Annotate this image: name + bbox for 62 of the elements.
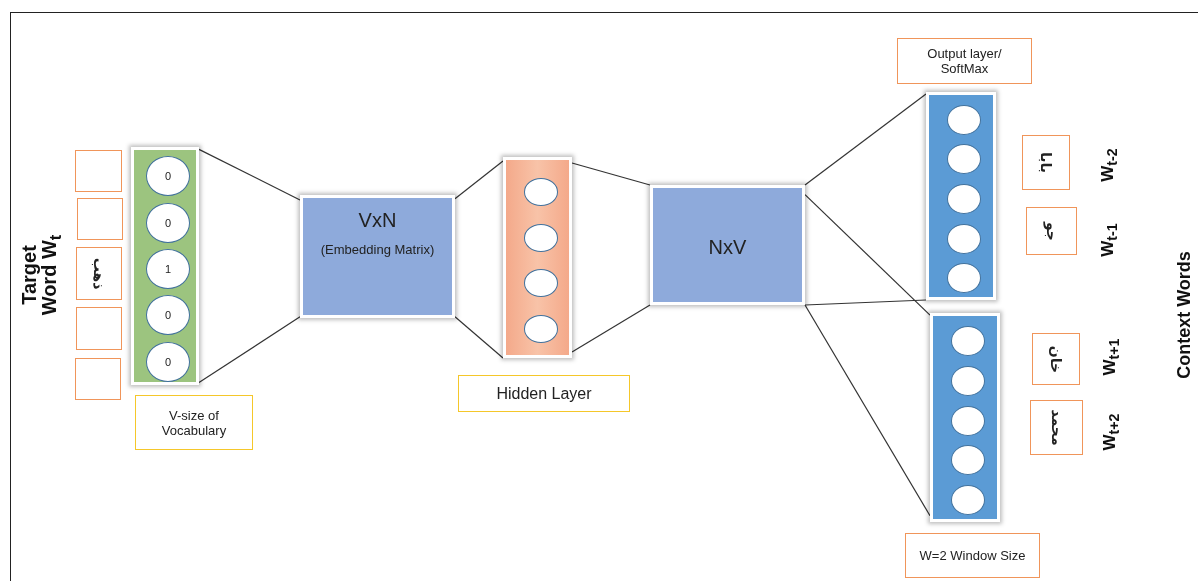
matrix-box [300, 195, 455, 318]
arabic-word: خان [1048, 345, 1064, 373]
axis-title: Context Words [1174, 251, 1194, 379]
neuron-circle [951, 325, 985, 356]
layer-bar [131, 147, 199, 385]
neuron-circle [523, 315, 558, 344]
word-box [1026, 207, 1077, 255]
caption-box [135, 395, 253, 450]
word-box [1022, 135, 1070, 190]
neuron-circle [523, 223, 558, 252]
vector-value: 0 [164, 170, 172, 183]
word-box [76, 307, 122, 350]
neuron-circle [951, 445, 985, 476]
word-box [1032, 333, 1080, 385]
neuron-circle [947, 104, 981, 135]
caption-box [458, 375, 630, 412]
matrix-caption: (Embedding Matrix) [320, 241, 435, 259]
caption-text: W=2 Window Size [919, 548, 1026, 563]
neuron-circle [523, 177, 558, 206]
connector-line [571, 162, 651, 186]
arabic-word: جو [1044, 221, 1059, 241]
neuron-circle [146, 341, 190, 382]
word-box [76, 247, 122, 300]
neuron-circle [951, 405, 985, 436]
neuron-circle [146, 295, 190, 336]
arabic-word: ذهب [91, 257, 107, 290]
word-box [75, 358, 121, 400]
neuron-circle [146, 156, 190, 197]
connector-line [804, 194, 931, 316]
word-box [1030, 400, 1083, 455]
vector-value: 0 [164, 355, 172, 368]
neuron-circle [951, 485, 985, 516]
neuron-circle [523, 269, 558, 298]
matrix-box [650, 185, 805, 305]
arabic-word: بابا [1038, 152, 1054, 173]
vector-value: 0 [164, 216, 172, 229]
caption-box [905, 533, 1040, 578]
connector-line [454, 160, 504, 200]
matrix-label: VxN [358, 208, 397, 232]
caption-text: V-size of Vocabulary [160, 407, 228, 438]
neuron-circle [947, 263, 981, 294]
vector-value: 1 [164, 263, 172, 275]
connector-line [804, 299, 927, 306]
vector-value: 0 [164, 309, 172, 322]
neuron-circle [146, 202, 190, 243]
layer-bar [930, 313, 1000, 522]
word-box [75, 150, 122, 192]
neuron-circle [951, 365, 985, 396]
connector-line [198, 148, 301, 201]
word-box [77, 198, 123, 240]
connector-line [571, 304, 651, 353]
arabic-word: محمد [1049, 409, 1064, 446]
neuron-circle [947, 223, 981, 254]
neuron-circle [947, 144, 981, 175]
layer-bar [926, 92, 996, 300]
matrix-label: NxV [708, 236, 747, 259]
caption-box [897, 38, 1032, 84]
neuron-circle [947, 184, 981, 214]
neuron-circle [146, 249, 190, 289]
caption-text: Hidden Layer [496, 386, 592, 401]
caption-text: Output layer/ SoftMax [926, 46, 1003, 76]
layer-bar [503, 157, 572, 358]
